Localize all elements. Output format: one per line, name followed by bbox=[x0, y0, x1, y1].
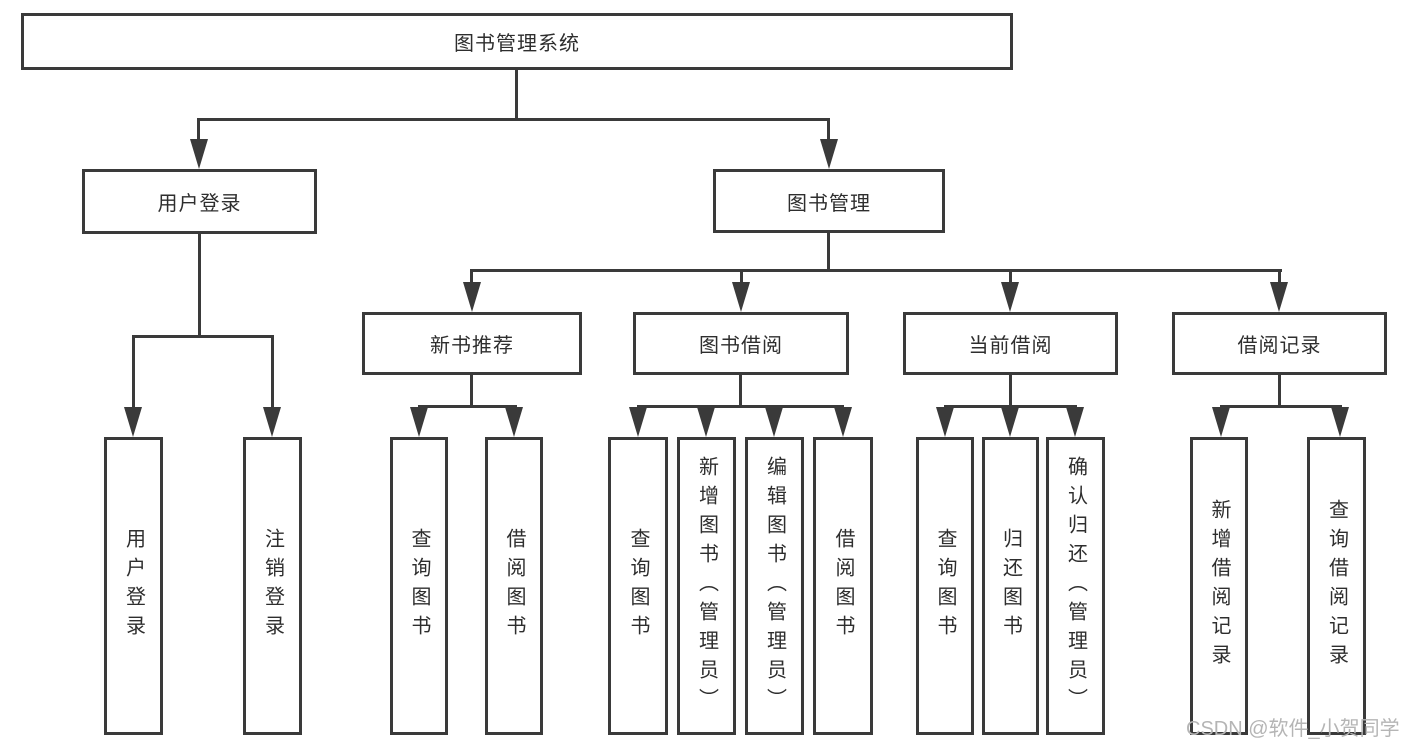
node-cb-query: 查询图书 bbox=[916, 437, 974, 735]
node-nb-borrow: 借阅图书 bbox=[485, 437, 543, 735]
arrowhead-current-borrow bbox=[1001, 282, 1019, 312]
connector-user-login-horizontal bbox=[132, 335, 274, 338]
connector-user-login-arm-right bbox=[271, 335, 274, 410]
arrowhead-borrow-record bbox=[1270, 282, 1288, 312]
node-cb-confirm: 确认归还（管理员） bbox=[1046, 437, 1105, 735]
connector-borrow-record-horizontal bbox=[1220, 405, 1342, 408]
node-library-system: 图书管理系统 bbox=[21, 13, 1013, 70]
arrowhead-bb-edit bbox=[765, 407, 783, 437]
arrowhead-ul-login bbox=[124, 407, 142, 437]
connector-current-borrow-stem bbox=[1009, 375, 1012, 408]
node-bb-query: 查询图书 bbox=[608, 437, 668, 735]
node-br-query: 查询借阅记录 bbox=[1307, 437, 1366, 735]
arrowhead-bb-add bbox=[697, 407, 715, 437]
arrowhead-book-borrow bbox=[732, 282, 750, 312]
connector-book-mgmt-arm-4 bbox=[1278, 269, 1281, 285]
node-book-borrow: 图书借阅 bbox=[633, 312, 849, 375]
arrowhead-br-add bbox=[1212, 407, 1230, 437]
connector-book-borrow-stem bbox=[739, 375, 742, 408]
connector-new-book-horizontal bbox=[418, 405, 517, 408]
node-ul-logout: 注销登录 bbox=[243, 437, 302, 735]
arrowhead-cb-return bbox=[1001, 407, 1019, 437]
connector-new-book-stem bbox=[470, 375, 473, 408]
node-borrow-record: 借阅记录 bbox=[1172, 312, 1387, 375]
node-ul-login-label: 用户登录 bbox=[122, 528, 145, 644]
connector-root-arm-left bbox=[197, 118, 200, 142]
connector-book-mgmt-arm-2 bbox=[740, 269, 743, 285]
csdn-watermark: CSDN @软件_小贺同学 bbox=[1186, 718, 1400, 740]
node-book-borrow-label: 图书借阅 bbox=[699, 335, 783, 357]
node-cb-return-label: 归还图书 bbox=[999, 528, 1022, 644]
node-cb-query-label: 查询图书 bbox=[934, 528, 956, 644]
node-br-add-label: 新增借阅记录 bbox=[1208, 499, 1230, 673]
node-nb-borrow-label: 借阅图书 bbox=[503, 528, 525, 644]
node-library-system-label: 图书管理系统 bbox=[454, 33, 580, 55]
node-new-book-label: 新书推荐 bbox=[430, 335, 514, 357]
connector-current-borrow-horizontal bbox=[944, 405, 1077, 408]
node-bb-add: 新增图书（管理员） bbox=[677, 437, 736, 735]
node-br-add: 新增借阅记录 bbox=[1190, 437, 1248, 735]
node-user-login: 用户登录 bbox=[82, 169, 317, 234]
arrowhead-br-query bbox=[1331, 407, 1349, 437]
node-user-login-label: 用户登录 bbox=[157, 193, 242, 215]
arrowhead-cb-query bbox=[936, 407, 954, 437]
node-current-borrow-label: 当前借阅 bbox=[968, 335, 1053, 357]
connector-user-login-stem bbox=[198, 234, 201, 338]
node-bb-borrow-label: 借阅图书 bbox=[832, 528, 854, 644]
connector-book-mgmt-arm-3 bbox=[1009, 269, 1012, 285]
node-bb-borrow: 借阅图书 bbox=[813, 437, 873, 735]
connector-root-horizontal bbox=[197, 118, 830, 121]
arrowhead-cb-confirm bbox=[1066, 407, 1084, 437]
arrowhead-bb-query bbox=[629, 407, 647, 437]
arrowhead-ul-logout bbox=[263, 407, 281, 437]
node-bb-edit-label: 编辑图书（管理员） bbox=[763, 455, 786, 717]
node-nb-query: 查询图书 bbox=[390, 437, 448, 735]
arrowhead-nb-borrow bbox=[505, 407, 523, 437]
node-bb-add-label: 新增图书（管理员） bbox=[695, 455, 718, 717]
arrowhead-bb-borrow bbox=[834, 407, 852, 437]
node-book-mgmt-label: 图书管理 bbox=[787, 192, 871, 215]
node-br-query-label: 查询借阅记录 bbox=[1325, 499, 1348, 673]
connector-book-mgmt-arm-1 bbox=[470, 269, 473, 285]
node-cb-confirm-label: 确认归还（管理员） bbox=[1064, 455, 1087, 717]
arrowhead-user-login bbox=[190, 139, 208, 169]
node-book-mgmt: 图书管理 bbox=[713, 169, 945, 233]
connector-book-mgmt-stem bbox=[827, 233, 830, 272]
node-bb-query-label: 查询图书 bbox=[627, 528, 649, 644]
connector-root-stem bbox=[515, 70, 518, 121]
arrowhead-book-mgmt bbox=[820, 139, 838, 169]
node-nb-query-label: 查询图书 bbox=[408, 528, 430, 644]
node-bb-edit: 编辑图书（管理员） bbox=[745, 437, 804, 735]
node-ul-login: 用户登录 bbox=[104, 437, 163, 735]
node-ul-logout-label: 注销登录 bbox=[261, 528, 284, 644]
connector-root-arm-right bbox=[827, 118, 830, 142]
connector-book-mgmt-horizontal bbox=[470, 269, 1282, 272]
connector-borrow-record-stem bbox=[1278, 375, 1281, 408]
arrowhead-new-book bbox=[463, 282, 481, 312]
connector-book-borrow-horizontal bbox=[637, 405, 844, 408]
node-new-book: 新书推荐 bbox=[362, 312, 582, 375]
node-current-borrow: 当前借阅 bbox=[903, 312, 1118, 375]
connector-user-login-arm-left bbox=[132, 335, 135, 410]
node-borrow-record-label: 借阅记录 bbox=[1237, 335, 1322, 357]
arrowhead-nb-query bbox=[410, 407, 428, 437]
node-cb-return: 归还图书 bbox=[982, 437, 1039, 735]
